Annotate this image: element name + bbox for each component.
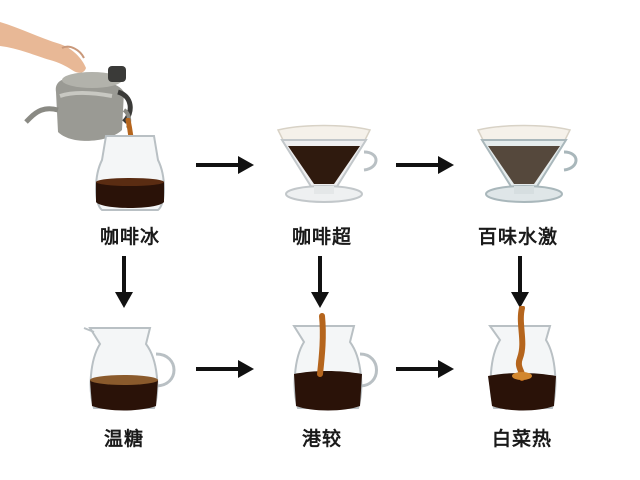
step-label: 温糖 [103, 428, 144, 450]
hand-pouring-kettle [0, 22, 133, 141]
arrow-right-icon [396, 156, 454, 174]
arrow-right-icon [196, 156, 254, 174]
coffee-stream [317, 313, 326, 377]
glass-server-pitcher-icon [292, 313, 378, 411]
arrow-down-icon [511, 256, 529, 308]
gooseneck-kettle-icon [24, 66, 133, 141]
step-label: 咖啡超 [291, 226, 352, 248]
pour-over-dripper-icon [476, 124, 578, 203]
arrow-down-icon [311, 256, 329, 308]
pour-over-dripper-icon [276, 124, 378, 203]
beaker-icon [95, 135, 165, 211]
coffee-stream [515, 306, 526, 381]
step-label: 咖啡冰 [99, 226, 160, 248]
arrow-right-icon [196, 360, 254, 378]
arrow-down-icon [115, 256, 133, 308]
arrow-right-icon [396, 360, 454, 378]
step-label: 百味水激 [477, 226, 558, 248]
glass-server-pitcher-icon [488, 306, 557, 411]
glass-server-pitcher-icon [83, 327, 176, 411]
step-label: 港较 [301, 428, 342, 450]
step-label: 白菜热 [491, 428, 552, 450]
hand-icon [0, 22, 86, 73]
